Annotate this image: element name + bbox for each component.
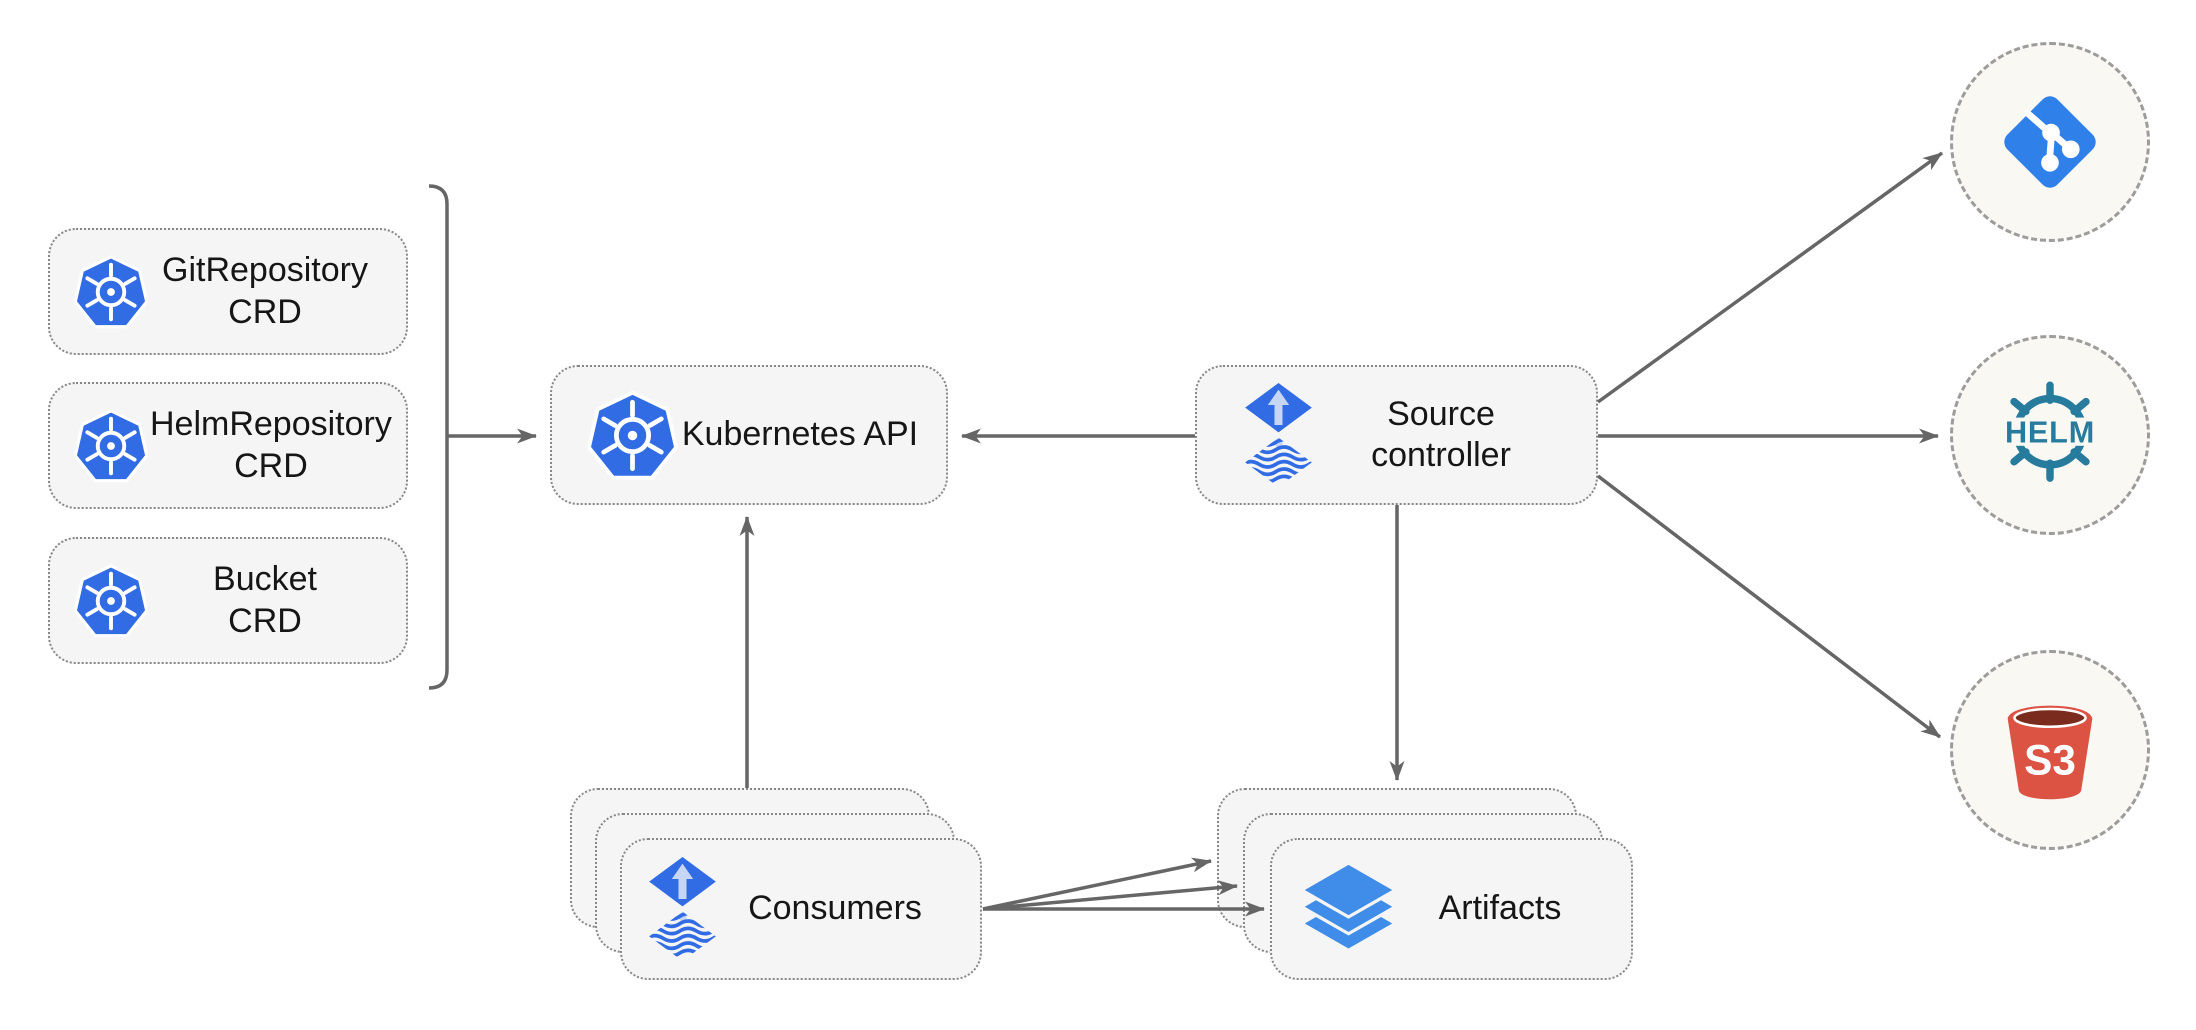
flux-icon xyxy=(1197,383,1312,487)
node-label: Kubernetes API xyxy=(681,415,919,454)
edge-sourcectrl-to-git xyxy=(1596,151,1944,404)
s3-logo-text: S3 xyxy=(2024,737,2076,784)
kubernetes-icon xyxy=(50,562,150,640)
kubernetes-icon xyxy=(50,253,150,331)
git-icon xyxy=(1998,90,2102,194)
source-target-helm: HELM xyxy=(1950,335,2150,535)
node-label-text: Source controller xyxy=(1371,394,1511,474)
node-label: Consumers xyxy=(748,889,922,928)
crd-name: HelmRepository xyxy=(150,405,392,444)
helm-icon: HELM xyxy=(1992,377,2108,493)
kubernetes-icon xyxy=(50,407,150,485)
node-consumers: Consumers xyxy=(620,838,982,980)
node-source-controller: Source controller xyxy=(1195,365,1598,505)
edge-consumers-to-artifacts-1 xyxy=(982,857,1212,911)
node-label: Source controller xyxy=(1312,394,1596,477)
crd-name: GitRepository xyxy=(162,251,368,290)
source-target-s3: S3 xyxy=(1950,650,2150,850)
crd-name: Bucket xyxy=(213,560,317,599)
bracket-crds xyxy=(428,184,449,690)
source-target-git xyxy=(1950,42,2150,242)
node-artifacts: Artifacts xyxy=(1270,838,1633,980)
flux-icon xyxy=(622,857,716,961)
crd-sublabel: CRD xyxy=(234,446,308,485)
kubernetes-icon xyxy=(552,388,680,483)
s3-bucket-icon: S3 xyxy=(1999,695,2101,805)
helm-logo-text: HELM xyxy=(2005,415,2095,449)
edge-consumers-to-artifacts-2 xyxy=(982,880,1238,911)
layers-icon xyxy=(1272,863,1395,956)
node-kubernetes-api: Kubernetes API xyxy=(550,365,948,505)
crd-sublabel: CRD xyxy=(228,292,302,331)
edge-sourcectrl-to-s3 xyxy=(1596,474,1942,739)
crd-sublabel: CRD xyxy=(228,601,302,640)
node-label: Artifacts xyxy=(1438,889,1562,928)
